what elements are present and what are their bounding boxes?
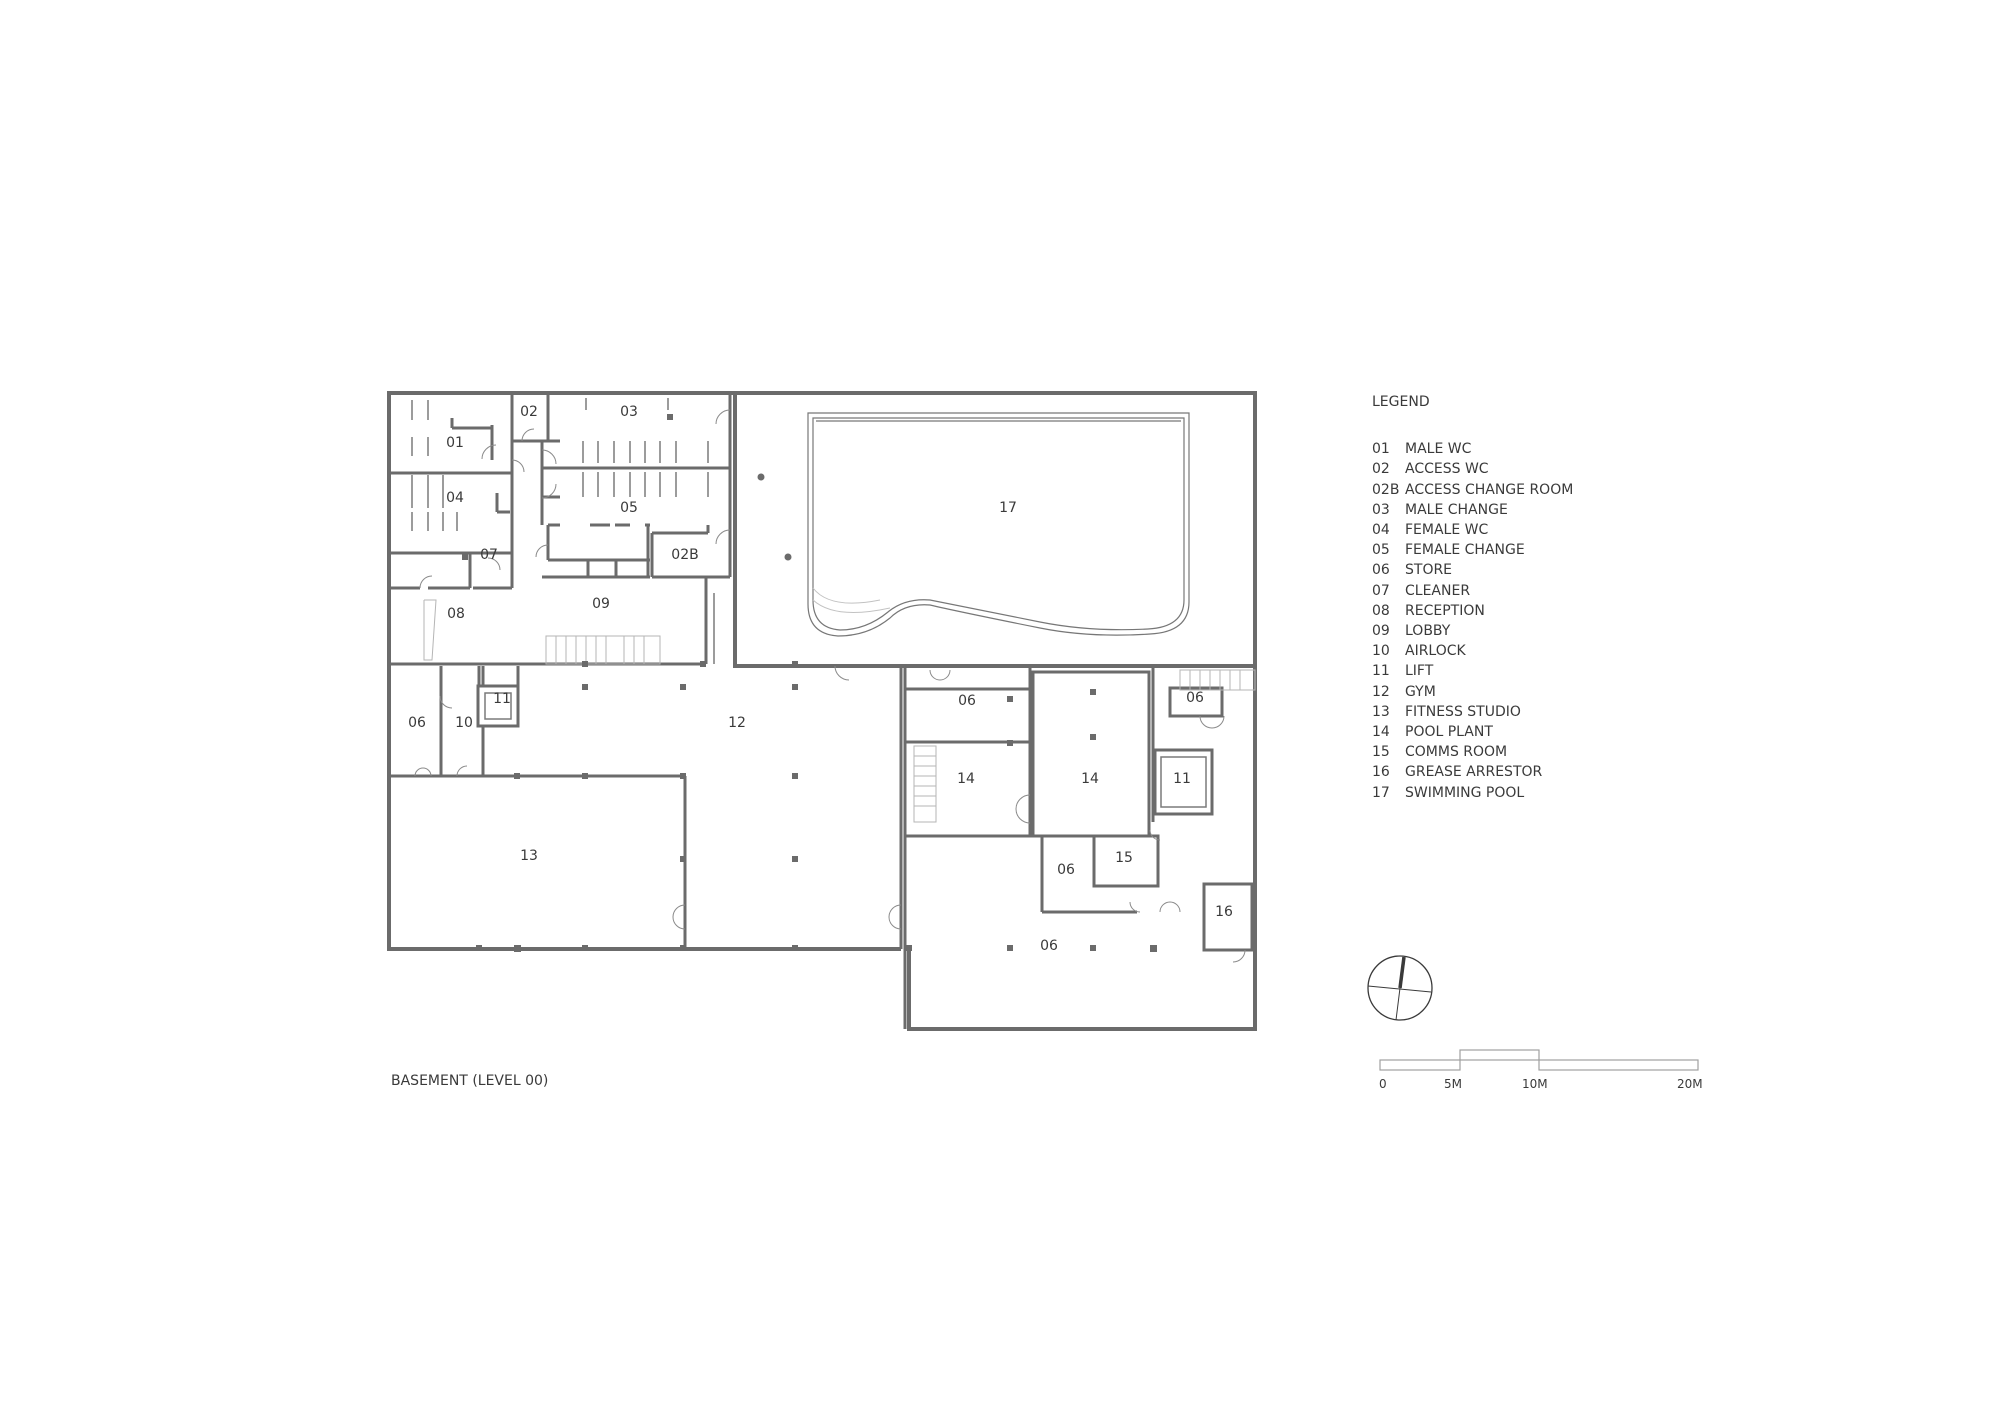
room-label: 04 xyxy=(446,490,464,506)
legend-code: 16 xyxy=(1372,764,1390,781)
outer-walls xyxy=(387,391,1257,1031)
scale-label-0: 0 xyxy=(1379,1077,1387,1091)
room-label: 13 xyxy=(520,848,538,864)
room-label: 10 xyxy=(455,715,473,731)
room-label: 09 xyxy=(592,596,610,612)
scale-label-10m: 10M xyxy=(1522,1077,1548,1091)
room-label: 14 xyxy=(1081,771,1099,787)
room-labels: 01 02 03 04 05 07 02B 08 09 17 11 06 10 12 13 06 14 14 06 1… xyxy=(408,404,1233,954)
legend-code: 09 xyxy=(1372,623,1390,640)
legend-code: 02B xyxy=(1372,481,1400,498)
legend-code: 14 xyxy=(1372,724,1390,741)
scale-label-20m: 20M xyxy=(1677,1077,1703,1091)
room-label: 11 xyxy=(493,691,511,707)
legend-item: 02 ACCESS WC xyxy=(1372,459,1573,479)
room-label: 02B xyxy=(671,547,698,563)
legend-label: POOL PLANT xyxy=(1405,724,1493,741)
room-label: 06 xyxy=(1186,690,1204,706)
north-arrow-icon xyxy=(1367,955,1433,1021)
legend-code: 10 xyxy=(1372,643,1390,660)
legend-label: ACCESS WC xyxy=(1405,461,1489,478)
legend-label: FEMALE CHANGE xyxy=(1405,542,1525,559)
legend-label: GREASE ARRESTOR xyxy=(1405,764,1543,781)
legend-item: 12 GYM xyxy=(1372,682,1573,702)
room-label: 11 xyxy=(1173,771,1191,787)
doors xyxy=(414,409,1246,963)
stairs xyxy=(423,599,1256,823)
legend-item: 16 GREASE ARRESTOR xyxy=(1372,762,1573,782)
legend-item: 02B ACCESS CHANGE ROOM xyxy=(1372,480,1573,500)
legend-item: 08 RECEPTION xyxy=(1372,601,1573,621)
room-label: 06 xyxy=(408,715,426,731)
legend-code: 06 xyxy=(1372,562,1390,579)
legend-code: 15 xyxy=(1372,744,1390,761)
pool-step-lines xyxy=(812,587,891,613)
legend-code: 01 xyxy=(1372,441,1390,458)
legend-code: 08 xyxy=(1372,602,1390,619)
legend-item: 09 LOBBY xyxy=(1372,621,1573,641)
room-label: 02 xyxy=(520,404,538,420)
legend-item: 15 COMMS ROOM xyxy=(1372,742,1573,762)
legend-title: LEGEND xyxy=(1372,394,1430,410)
legend-item: 17 SWIMMING POOL xyxy=(1372,783,1573,803)
legend-label: FITNESS STUDIO xyxy=(1405,703,1521,720)
room-label: 01 xyxy=(446,435,464,451)
room-label: 03 xyxy=(620,404,638,420)
legend-item: 13 FITNESS STUDIO xyxy=(1372,702,1573,722)
legend-label: GYM xyxy=(1405,683,1436,700)
swimming-pool xyxy=(807,412,1190,637)
legend-label: ACCESS CHANGE ROOM xyxy=(1405,481,1574,498)
legend-item: 10 AIRLOCK xyxy=(1372,641,1573,661)
legend-code: 13 xyxy=(1372,703,1390,720)
room-label: 12 xyxy=(728,715,746,731)
room-label: 07 xyxy=(480,547,498,563)
legend-label: FEMALE WC xyxy=(1405,522,1489,539)
legend-item: 07 CLEANER xyxy=(1372,581,1573,601)
room-label: 14 xyxy=(957,771,975,787)
legend-code: 17 xyxy=(1372,784,1390,801)
legend-label: SWIMMING POOL xyxy=(1405,784,1525,801)
legend-label: AIRLOCK xyxy=(1405,643,1466,660)
legend-code: 05 xyxy=(1372,542,1390,559)
legend-label: LIFT xyxy=(1405,663,1434,680)
legend-item: 06 STORE xyxy=(1372,560,1573,580)
legend-label: CLEANER xyxy=(1405,582,1471,599)
room-label: 17 xyxy=(999,500,1017,516)
room-label: 15 xyxy=(1115,850,1133,866)
legend-label: LOBBY xyxy=(1405,623,1451,640)
legend-code: 12 xyxy=(1372,683,1390,700)
legend-item: 01 MALE WC xyxy=(1372,439,1573,459)
room-label: 06 xyxy=(1057,862,1075,878)
room-label: 16 xyxy=(1215,904,1233,920)
legend-label: STORE xyxy=(1405,562,1453,579)
scale-label-5m: 5M xyxy=(1444,1077,1462,1091)
room-label: 08 xyxy=(447,606,465,622)
room-label: 05 xyxy=(620,500,638,516)
legend-item: 04 FEMALE WC xyxy=(1372,520,1573,540)
room-label: 06 xyxy=(958,693,976,709)
plan-title: BASEMENT (LEVEL 00) xyxy=(391,1073,549,1089)
legend-code: 02 xyxy=(1372,461,1390,478)
interior-walls xyxy=(389,393,1254,1029)
legend-code: 04 xyxy=(1372,522,1390,539)
thin-partitions xyxy=(411,398,1207,808)
legend-item: 03 MALE CHANGE xyxy=(1372,500,1573,520)
legend-list: 01 MALE WC 02 ACCESS WC 02B ACCESS CHANGE ROO… xyxy=(1372,439,1573,803)
legend-item: 14 POOL PLANT xyxy=(1372,722,1573,742)
legend-code: 03 xyxy=(1372,501,1390,518)
legend-label: COMMS ROOM xyxy=(1405,744,1508,761)
legend-code: 11 xyxy=(1372,663,1390,680)
room-label: 06 xyxy=(1040,938,1058,954)
legend-label: MALE WC xyxy=(1405,441,1472,458)
legend-label: RECEPTION xyxy=(1405,602,1485,619)
legend-label: MALE CHANGE xyxy=(1405,501,1508,518)
legend-code: 07 xyxy=(1372,582,1390,599)
legend: LEGEND 01 MALE WC 02 ACCESS WC 02B ACCESS CHA… xyxy=(1372,392,1573,803)
legend-item: 05 FEMALE CHANGE xyxy=(1372,540,1573,560)
scale-bar xyxy=(1379,1049,1699,1071)
columns xyxy=(462,414,1157,952)
legend-item: 11 LIFT xyxy=(1372,661,1573,681)
